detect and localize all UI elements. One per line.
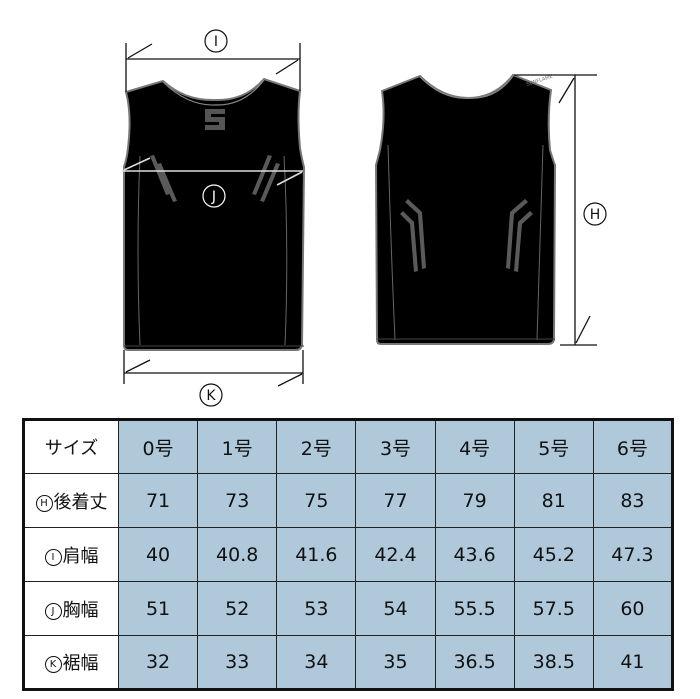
- marker-h-icon: H: [35, 494, 53, 512]
- marker-i-icon: I: [44, 548, 62, 566]
- size-header-label: サイズ: [23, 419, 119, 474]
- table-cell: 55.5: [434, 581, 515, 636]
- front-view-shirt: [123, 77, 306, 351]
- table-cell: 47.3: [592, 527, 674, 582]
- table-cell: 75: [276, 473, 357, 528]
- size-header-cell: 0号: [117, 419, 199, 474]
- table-cell: 53: [276, 581, 357, 636]
- size-header-cell: 2号: [276, 419, 357, 474]
- table-cell: 77: [355, 473, 436, 528]
- table-cell: 81: [513, 473, 594, 528]
- size-header-cell: 1号: [197, 419, 278, 474]
- dimension-line-chest: [122, 157, 303, 186]
- table-cell: 43.6: [434, 527, 515, 582]
- label-k-circle: K: [206, 388, 216, 404]
- table-cell: 52: [197, 581, 278, 636]
- marker-k-icon: K: [44, 656, 62, 673]
- table-cell: 42.4: [355, 527, 436, 582]
- table-cell: 40.8: [197, 527, 278, 582]
- dimension-line-shoulder: [125, 43, 301, 92]
- table-cell: 57.5: [513, 581, 594, 636]
- table-cell: 32: [117, 635, 199, 690]
- table-cell: 41.6: [276, 527, 357, 582]
- label-h-circle: H: [590, 207, 601, 223]
- garment-diagram: I J K SUNFLAME H: [122, 29, 607, 407]
- size-header-cell: 6号: [592, 419, 674, 474]
- table-cell: 45.2: [513, 527, 594, 582]
- marker-j-icon: J: [44, 602, 62, 620]
- label-i-circle: I: [214, 34, 218, 50]
- table-cell: 34: [276, 635, 357, 690]
- table-cell: 71: [117, 473, 199, 528]
- table-cell: 60: [592, 581, 674, 636]
- brand-logo-icon: [205, 109, 225, 130]
- size-header-cell: 5号: [513, 419, 594, 474]
- table-cell: 35: [355, 635, 436, 690]
- table-cell: 73: [197, 473, 278, 528]
- stripe-accent-icon: [400, 199, 533, 272]
- table-header-row: サイズ 0号 1号 2号 3号 4号 5号 6号: [23, 419, 674, 474]
- size-header-cell: 3号: [355, 419, 436, 474]
- stripe-accent-icon: [150, 155, 280, 202]
- label-j-circle: J: [211, 189, 216, 205]
- dimension-line-back-length: [514, 74, 597, 346]
- table-cell: 51: [117, 581, 199, 636]
- dimension-line-hem: [123, 350, 304, 387]
- table-cell: 33: [197, 635, 278, 690]
- table-cell: 41: [592, 635, 674, 690]
- table-cell: 40: [117, 527, 199, 582]
- table-cell: 36.5: [434, 635, 515, 690]
- size-header-cell: 4号: [434, 419, 515, 474]
- table-cell: 54: [355, 581, 436, 636]
- table-cell: 83: [592, 473, 674, 528]
- back-view-shirt: SUNFLAME: [374, 74, 557, 345]
- table-cell: 38.5: [513, 635, 594, 690]
- table-cell: 79: [434, 473, 515, 528]
